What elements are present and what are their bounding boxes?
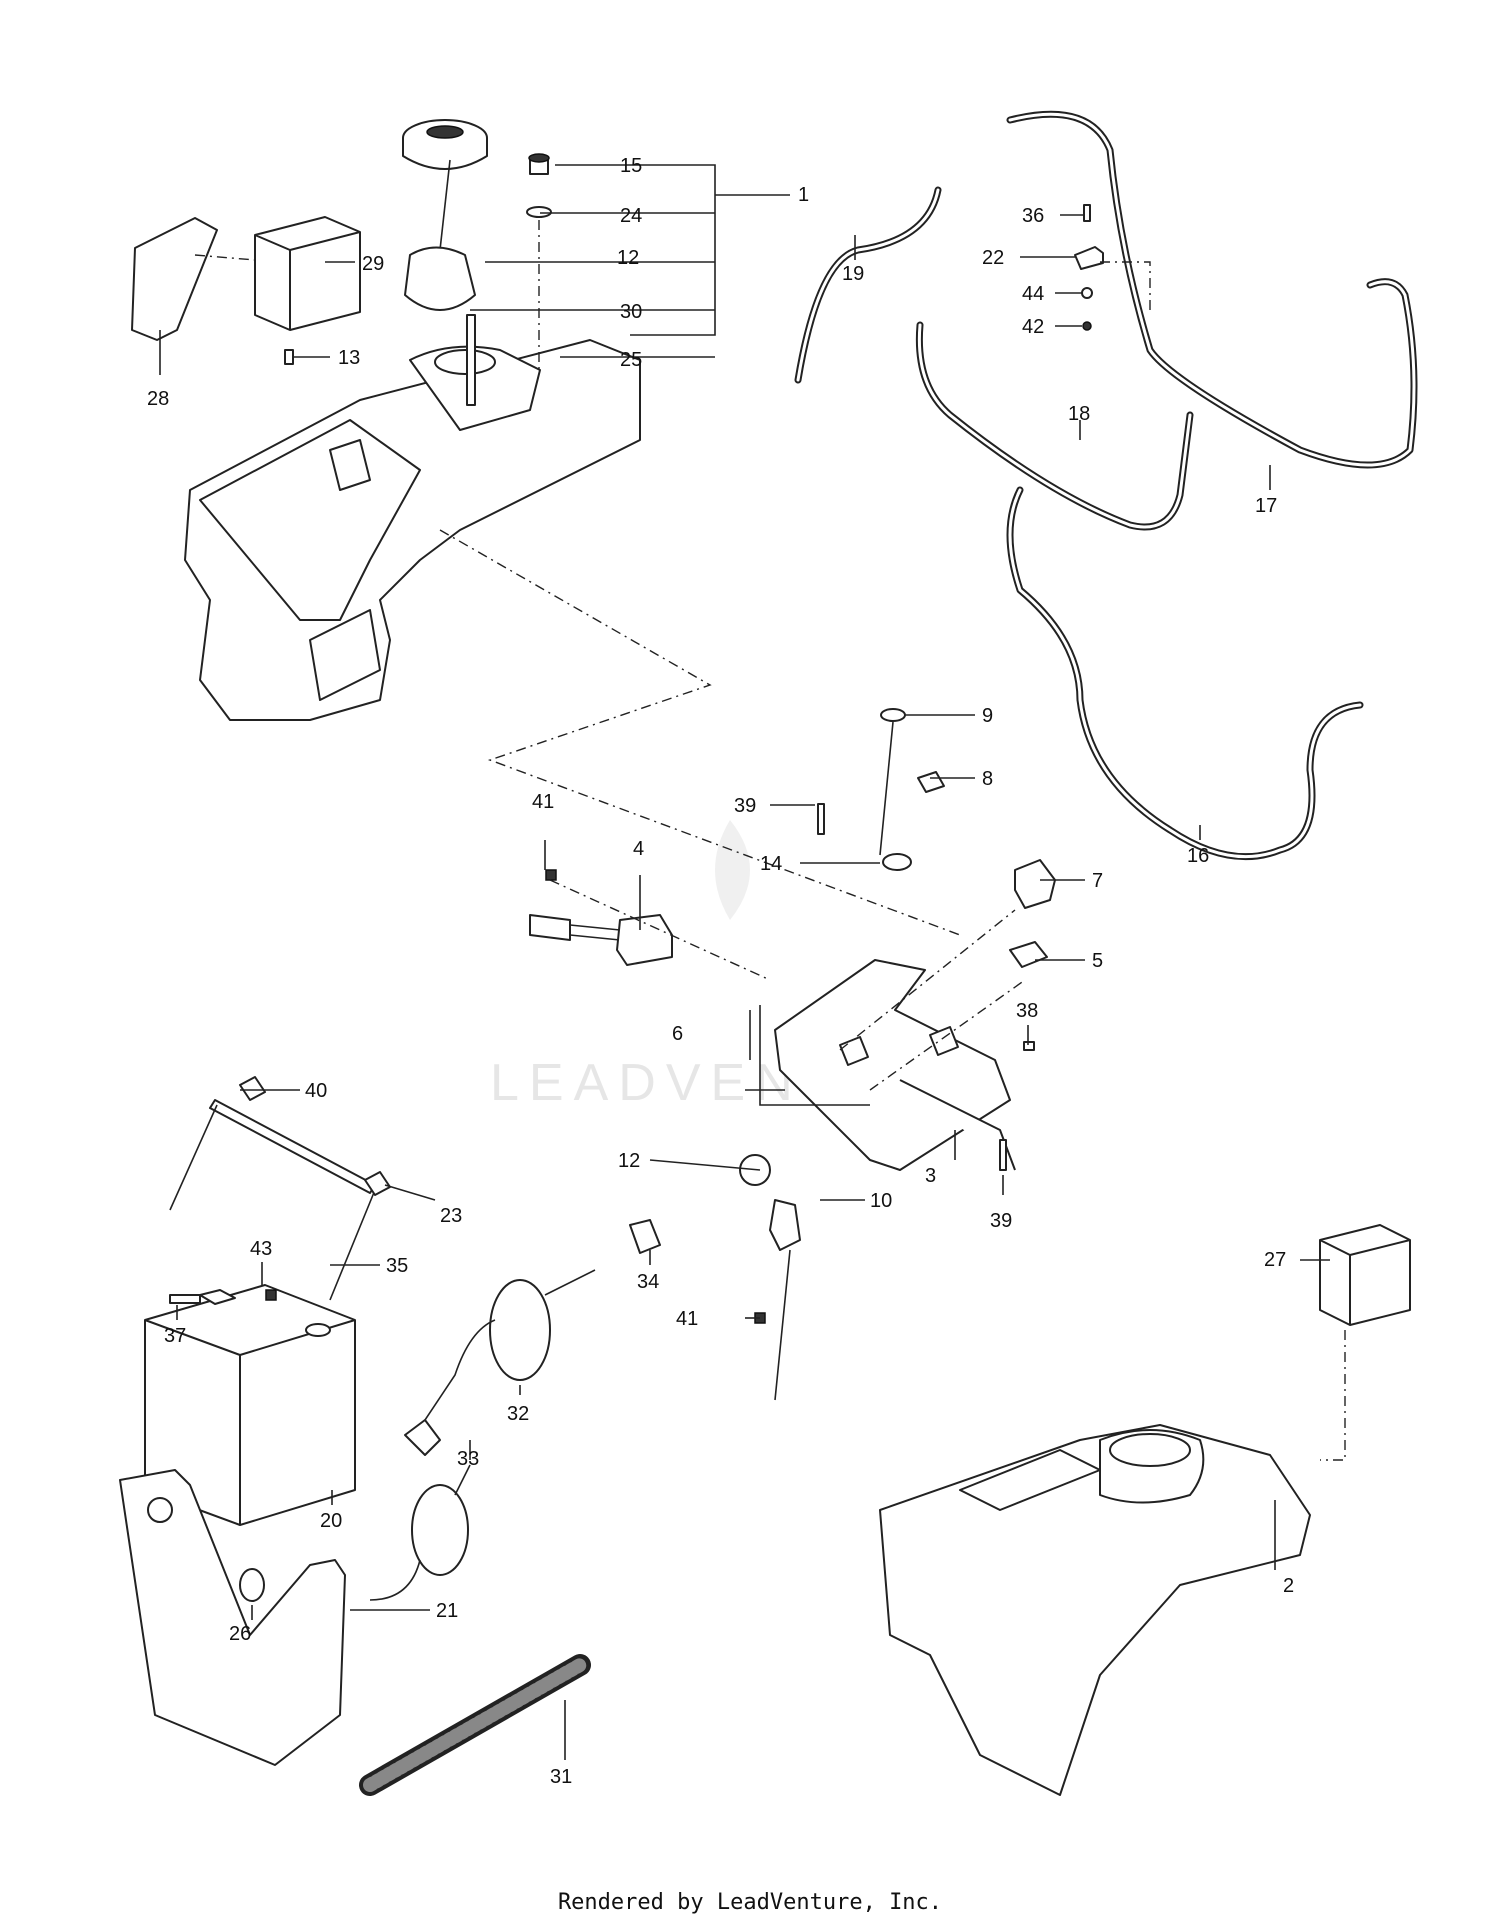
callout-13: 13 bbox=[338, 347, 360, 369]
callout-17: 17 bbox=[1255, 495, 1277, 517]
callout-21: 21 bbox=[436, 1600, 458, 1622]
battery-cable-33 bbox=[369, 1464, 471, 1601]
hold-down-rod bbox=[169, 1076, 391, 1301]
callout-32: 32 bbox=[507, 1403, 529, 1425]
callout-24: 24 bbox=[620, 205, 642, 227]
callout-10: 10 bbox=[870, 1190, 892, 1212]
callout-2: 2 bbox=[1283, 1575, 1294, 1597]
fuel-fitting bbox=[528, 153, 550, 175]
washer-44 bbox=[1081, 287, 1093, 299]
callout-44: 44 bbox=[1022, 283, 1044, 305]
callout-6: 6 bbox=[672, 1023, 683, 1045]
callout-30: 30 bbox=[620, 301, 642, 323]
fuel-cap bbox=[402, 119, 488, 170]
screw bbox=[284, 349, 294, 365]
callout-18: 18 bbox=[1068, 403, 1090, 425]
callout-3: 3 bbox=[925, 1165, 936, 1187]
washer bbox=[526, 206, 552, 218]
switch-5 bbox=[1009, 941, 1048, 968]
callout-26: 26 bbox=[229, 1623, 251, 1645]
battery-tray bbox=[119, 1469, 346, 1766]
fuel-pickup bbox=[466, 314, 476, 406]
callout-7: 7 bbox=[1092, 870, 1103, 892]
knob-9 bbox=[880, 708, 906, 722]
battery bbox=[144, 1284, 356, 1526]
callout-25: 25 bbox=[620, 349, 642, 371]
callout-27: 27 bbox=[1264, 1249, 1286, 1271]
callout-34: 34 bbox=[637, 1271, 659, 1293]
callout-38: 38 bbox=[1016, 1000, 1038, 1022]
callout-37: 37 bbox=[164, 1325, 186, 1347]
callout-39-bottom: 39 bbox=[990, 1210, 1012, 1232]
key-switch-8 bbox=[917, 771, 945, 793]
wire-sleeve bbox=[359, 1654, 591, 1796]
callout-40: 40 bbox=[305, 1080, 327, 1102]
wing-nut-40 bbox=[239, 1076, 266, 1101]
callout-23: 23 bbox=[440, 1205, 462, 1227]
callout-31: 31 bbox=[550, 1766, 572, 1788]
fuel-hose-17 bbox=[1006, 110, 1418, 469]
callout-29: 29 bbox=[362, 253, 384, 275]
mount-bracket bbox=[131, 217, 218, 341]
throttle-cable bbox=[774, 1249, 791, 1401]
callout-22: 22 bbox=[982, 247, 1004, 269]
callout-12-bottom: 12 bbox=[618, 1150, 640, 1172]
callout-4: 4 bbox=[633, 838, 644, 860]
fuel-hose-16 bbox=[1006, 486, 1364, 861]
cap-gasket bbox=[404, 246, 476, 311]
callout-14: 14 bbox=[760, 853, 782, 875]
bolt-38 bbox=[1023, 1041, 1035, 1051]
callout-35: 35 bbox=[386, 1255, 408, 1277]
terminal-boot-34 bbox=[629, 1219, 661, 1254]
bolt-39-bottom bbox=[999, 1139, 1007, 1171]
grommet-26 bbox=[239, 1568, 265, 1602]
clip-22 bbox=[1074, 246, 1104, 270]
callout-36: 36 bbox=[1022, 205, 1044, 227]
nut-43 bbox=[265, 1289, 277, 1301]
control-box bbox=[254, 216, 361, 331]
fuel-hose-18 bbox=[915, 321, 1194, 531]
callout-28: 28 bbox=[147, 388, 169, 410]
callout-8: 8 bbox=[982, 768, 993, 790]
switch-7 bbox=[1014, 859, 1056, 909]
callout-1: 1 bbox=[798, 184, 809, 206]
fuel-hose-19 bbox=[794, 186, 942, 384]
callout-41-top: 41 bbox=[532, 791, 554, 813]
callout-5: 5 bbox=[1092, 950, 1103, 972]
callout-41-bottom: 41 bbox=[676, 1308, 698, 1330]
fuel-tank-2 bbox=[879, 1424, 1311, 1796]
bushing-14 bbox=[882, 853, 912, 871]
callout-20: 20 bbox=[320, 1510, 342, 1532]
fuel-tank-assembly bbox=[184, 339, 641, 721]
callout-12-top: 12 bbox=[617, 247, 639, 269]
control-panel bbox=[774, 959, 1016, 1171]
nut-42 bbox=[1082, 321, 1092, 331]
callout-16: 16 bbox=[1187, 845, 1209, 867]
footer-credit: Rendered by LeadVenture, Inc. bbox=[557, 1890, 943, 1915]
battery-cable-32 bbox=[404, 1269, 596, 1456]
callout-42: 42 bbox=[1022, 316, 1044, 338]
callout-19: 19 bbox=[842, 263, 864, 285]
callout-39-top: 39 bbox=[734, 795, 756, 817]
wiring-harness bbox=[529, 914, 673, 966]
callout-15: 15 bbox=[620, 155, 642, 177]
callout-43: 43 bbox=[250, 1238, 272, 1260]
bolt-36 bbox=[1083, 204, 1091, 222]
control-box-27 bbox=[1319, 1224, 1411, 1326]
bolt-39-top bbox=[817, 803, 825, 835]
callout-labels: 1 2 3 4 5 6 7 8 9 10 12 12 13 14 15 16 1… bbox=[147, 155, 1294, 1788]
callout-33: 33 bbox=[457, 1448, 479, 1470]
bolt-37 bbox=[169, 1294, 201, 1304]
callout-9: 9 bbox=[982, 705, 993, 727]
throttle-lever bbox=[769, 1199, 801, 1251]
nut-41-top bbox=[545, 869, 557, 881]
